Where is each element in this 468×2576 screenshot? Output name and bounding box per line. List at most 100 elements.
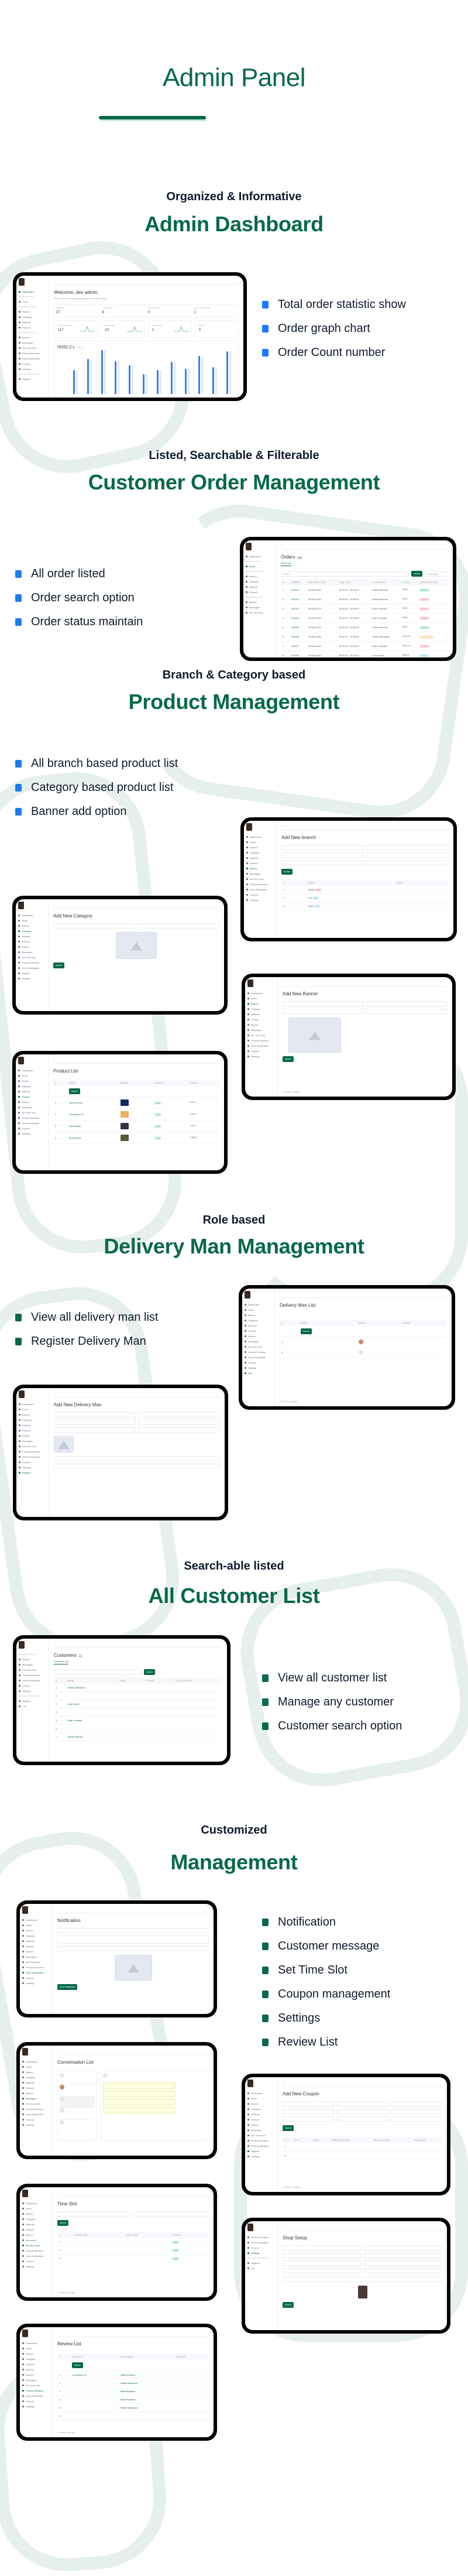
sidebar-item: Settings <box>19 1688 46 1694</box>
image-file-input[interactable] <box>137 923 219 929</box>
time-start-field[interactable] <box>57 2211 132 2217</box>
latitude-field[interactable] <box>281 852 364 858</box>
phone-field[interactable] <box>283 2253 362 2258</box>
title-field[interactable] <box>283 1001 364 1006</box>
table-cell: 6 <box>281 632 290 642</box>
start-date-field[interactable] <box>336 2109 388 2114</box>
send-notification-button[interactable]: Send Notification <box>57 1984 78 1990</box>
shop-name-field[interactable] <box>283 2245 362 2250</box>
order-id-link[interactable]: 100161 <box>289 604 307 614</box>
name-field[interactable] <box>53 923 135 929</box>
sidebar-item: Branch <box>22 1949 50 1954</box>
password-field[interactable] <box>54 1456 220 1461</box>
column-header[interactable]: ORDER STATUS <box>418 579 448 585</box>
min-purchase-field[interactable] <box>283 2116 335 2122</box>
search-button[interactable]: search <box>411 571 422 577</box>
sidebar-item: Settings <box>22 2264 50 2269</box>
code-field[interactable] <box>283 2109 335 2114</box>
product-select[interactable] <box>366 1009 448 1014</box>
feature-item: Order Count number <box>262 341 406 365</box>
coupon-type-select[interactable] <box>336 2101 388 2106</box>
topbar: ‹ <box>57 2049 209 2055</box>
submit-button[interactable]: Submit <box>283 1056 294 1062</box>
sidebar: Dashboard Order Banner Category Attribut… <box>20 2327 53 2437</box>
sidebar: Dashboard Order Banner Category Attribut… <box>245 2077 278 2192</box>
search-button[interactable]: search <box>144 1669 155 1675</box>
order-id-link[interactable]: 100157 <box>289 641 307 651</box>
sidebar-item: Messages <box>247 2128 275 2133</box>
identity-type-select[interactable] <box>54 1427 136 1433</box>
submit-button[interactable]: Submit <box>53 962 64 968</box>
column-header[interactable]: CUSTOMER <box>370 579 401 585</box>
footer-text-field[interactable] <box>283 2277 442 2282</box>
email-verification-toggle[interactable] <box>363 2268 442 2273</box>
limit-field[interactable] <box>390 2101 442 2106</box>
expire-date-field[interactable] <box>390 2109 442 2114</box>
time-ends-field[interactable] <box>134 2211 209 2217</box>
branch-form <box>281 845 449 865</box>
image-file-input[interactable] <box>57 1946 209 1951</box>
sidebar-item: Banner <box>22 2211 50 2217</box>
email-field[interactable] <box>363 2253 442 2258</box>
image-placeholder-icon <box>54 1436 74 1453</box>
column-header[interactable]: TOTAL <box>400 579 418 585</box>
date-input[interactable]: mm/dd/yyyy <box>425 571 448 577</box>
feature-text: Coupon management <box>278 1988 391 2000</box>
column-header[interactable]: ORDER <box>289 579 307 585</box>
email-field[interactable] <box>54 1420 136 1425</box>
delivery-man-image-input[interactable] <box>54 1464 220 1469</box>
title-field[interactable] <box>283 2101 335 2106</box>
search-input[interactable]: Search <box>281 571 410 577</box>
last-name-field[interactable] <box>138 1412 220 1417</box>
name-field[interactable] <box>281 845 364 850</box>
submit-button[interactable]: Submit <box>283 2125 294 2131</box>
item-type-select[interactable] <box>366 1001 448 1006</box>
discount-field[interactable] <box>390 2116 442 2122</box>
address-field[interactable] <box>281 860 364 865</box>
branch-screenshot: Dashboard Order Banner Category Attribut… <box>240 817 457 941</box>
banner-image-input[interactable] <box>283 1009 364 1014</box>
max-discount-field[interactable] <box>336 2116 388 2122</box>
min-order-value-field[interactable] <box>283 2260 362 2266</box>
orders-title: Orders 163 <box>281 554 448 560</box>
chart-bar-pair <box>115 350 120 394</box>
order-id-link[interactable]: 100163 <box>289 585 307 595</box>
sidebar-item: Settings <box>247 2250 275 2256</box>
order-id-link[interactable]: 100162 <box>289 594 307 604</box>
order-id-link[interactable]: 100159 <box>289 622 307 632</box>
sidebar-item: Messages <box>19 1438 46 1444</box>
delivery-charge-field[interactable] <box>283 2268 362 2273</box>
column-header[interactable]: DELIVERY DATE <box>306 579 337 585</box>
logo <box>246 543 252 550</box>
submit-button[interactable]: Submit <box>57 2220 68 2226</box>
search-input[interactable] <box>54 1669 142 1675</box>
search-button[interactable]: Search <box>71 2362 84 2368</box>
order-id-link[interactable]: 100156 <box>289 650 307 657</box>
longitude-field[interactable] <box>366 852 449 858</box>
search-button[interactable]: Search <box>300 1328 312 1334</box>
first-name-field[interactable] <box>54 1412 136 1417</box>
sidebar-item: Category <box>22 2356 50 2362</box>
sidebar-item: Order <box>18 1073 46 1078</box>
search-button[interactable]: Search <box>68 1088 80 1094</box>
title-field[interactable] <box>57 1928 209 1933</box>
password-field[interactable] <box>366 860 449 865</box>
sidebar-item: Product <box>18 1094 46 1099</box>
logo <box>22 1906 28 1914</box>
column-header[interactable]: TIME SLOT <box>336 579 371 585</box>
order-id-link[interactable]: 100158 <box>289 632 307 642</box>
currency-field[interactable] <box>363 2245 442 2250</box>
email-field[interactable] <box>366 845 449 850</box>
submit-button[interactable]: Submit <box>281 869 292 875</box>
phone-field[interactable] <box>138 1420 220 1425</box>
description-field[interactable] <box>57 1936 209 1944</box>
identity-number-field[interactable] <box>138 1427 220 1433</box>
self-pickup-toggle[interactable] <box>363 2260 442 2266</box>
column-header[interactable]: # <box>281 579 290 585</box>
order-id-link[interactable]: 100160 <box>289 613 307 623</box>
submit-button[interactable]: Submit <box>283 2302 294 2308</box>
sidebar-item: Banner <box>247 2101 275 2106</box>
